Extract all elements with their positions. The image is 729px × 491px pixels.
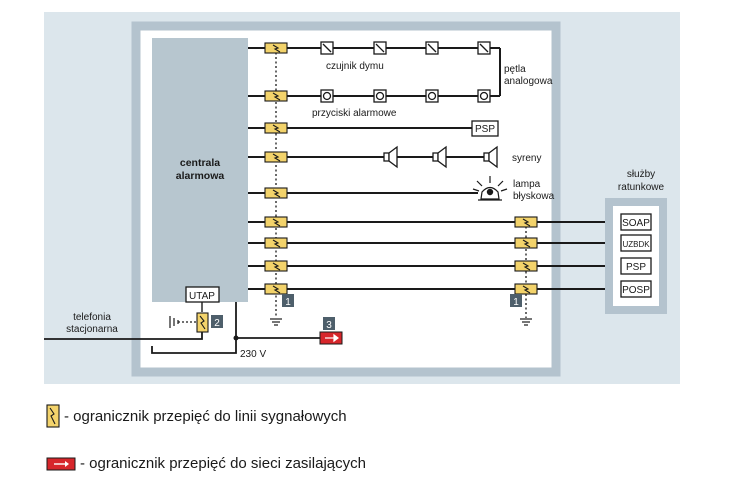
signal-arrester-icon bbox=[264, 151, 288, 163]
service-box-posp bbox=[620, 280, 652, 298]
signal-arrester-icon bbox=[264, 283, 288, 295]
utap-label: UTAP bbox=[189, 291, 215, 302]
signal-arrester-icon bbox=[264, 260, 288, 272]
service-box-uzbdk bbox=[620, 234, 652, 252]
services-title-line2: ratunkowe bbox=[618, 182, 665, 193]
badge-2-label: 2 bbox=[214, 318, 220, 329]
signal-arrester-icon bbox=[264, 42, 288, 54]
ground-symbol-right bbox=[520, 318, 532, 326]
power-junction bbox=[233, 335, 239, 341]
loop-label-line2: analogowa bbox=[504, 76, 553, 87]
power-arrester-arrow bbox=[325, 333, 339, 343]
psp-device-box bbox=[471, 120, 499, 137]
lamp-label-line1: lampa bbox=[513, 179, 541, 190]
signal-arrester-icon bbox=[264, 237, 288, 249]
service-label-psp: PSP bbox=[626, 262, 646, 273]
signal-arrester-legend-icon bbox=[46, 404, 60, 428]
psp-device-label: PSP bbox=[475, 124, 495, 135]
badge-1-right-label: 1 bbox=[513, 297, 519, 308]
services-boxes bbox=[620, 213, 652, 298]
central-label-line1: centrala bbox=[180, 157, 220, 169]
power-arrester-legend-icon bbox=[46, 457, 76, 470]
signal-arrester-icon bbox=[264, 122, 288, 134]
flash-lamp-icon bbox=[472, 176, 508, 201]
legend-power-row: - ogranicznik przepięć do sieci zasilają… bbox=[46, 455, 366, 472]
signal-arrester-icon bbox=[264, 216, 288, 228]
signal-arrester-icon bbox=[514, 237, 538, 249]
lamp-label-line2: błyskowa bbox=[513, 191, 555, 202]
telephony-line bbox=[44, 332, 203, 340]
siren-icon bbox=[432, 145, 447, 169]
service-box-psp bbox=[620, 257, 652, 275]
telephony-label-line2: stacjonarna bbox=[66, 324, 118, 335]
legend-signal-row: - ogranicznik przepięć do linii sygnałow… bbox=[46, 404, 347, 428]
signal-arrester-icon bbox=[514, 216, 538, 228]
signal-arrester-icon bbox=[264, 187, 288, 199]
central-alarm-unit bbox=[152, 38, 248, 302]
voltage-label: 230 V bbox=[240, 349, 266, 360]
badge-1-left bbox=[282, 294, 294, 307]
service-label-soap: SOAP bbox=[622, 218, 650, 229]
badge-3-label: 3 bbox=[326, 320, 332, 331]
signal-arrester-icon bbox=[264, 90, 288, 102]
legend-power-label: - ogranicznik przepięć do sieci zasilają… bbox=[80, 455, 366, 472]
services-title-line1: służby bbox=[627, 169, 655, 180]
badge-1-left-label: 1 bbox=[285, 297, 291, 308]
badge-1-right bbox=[510, 294, 522, 307]
siren-icon bbox=[483, 145, 498, 169]
alarm-buttons bbox=[320, 89, 491, 103]
smoke-detector-label: czujnik dymu bbox=[326, 61, 384, 72]
signal-arrester-icon bbox=[514, 260, 538, 272]
ground-symbol-left bbox=[270, 318, 282, 326]
power-line bbox=[151, 337, 320, 354]
badge-3 bbox=[323, 317, 335, 330]
sirens bbox=[383, 145, 498, 169]
smoke-detectors bbox=[320, 41, 491, 55]
telephony-label-line1: telefonia bbox=[73, 312, 111, 323]
central-label-line2: alarmowa bbox=[176, 170, 225, 182]
siren-icon bbox=[383, 145, 398, 169]
service-box-soap bbox=[620, 213, 652, 231]
service-label-uzbdk: UZBDK bbox=[622, 240, 650, 249]
badge-2 bbox=[211, 315, 223, 328]
sirens-label: syreny bbox=[512, 153, 541, 164]
telephony-arrester-bolt bbox=[199, 315, 206, 330]
service-label-posp: POSP bbox=[622, 285, 650, 296]
alarm-button-label: przyciski alarmowe bbox=[312, 108, 397, 119]
loop-label-line1: pętla bbox=[504, 64, 526, 75]
signal-arrester-icon bbox=[514, 283, 538, 295]
legend-signal-label: - ogranicznik przepięć do linii sygnałow… bbox=[64, 407, 347, 425]
